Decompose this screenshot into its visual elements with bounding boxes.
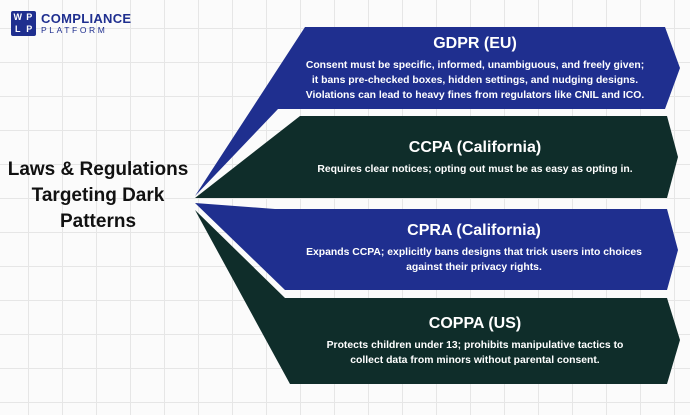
desc-line: Expands CCPA; explicitly bans designs th… — [306, 247, 642, 258]
coppa-shape — [195, 210, 680, 384]
ccpa-shape — [195, 116, 678, 198]
logo-mark-letter: P — [26, 23, 33, 34]
law-box-gdpr: GDPR (EU) Consent must be specific, info… — [292, 27, 658, 109]
desc-line: Violations can lead to heavy fines from … — [305, 89, 645, 101]
desc-line: Consent must be specific, informed, unam… — [305, 59, 645, 71]
logo-mark-letter: W — [13, 12, 23, 23]
desc-line: Protects children under 13; prohibits ma… — [326, 340, 624, 351]
law-title: GDPR (EU) — [433, 34, 517, 52]
desc-line: collect data from minors without parenta… — [350, 355, 600, 366]
cpra-shape — [195, 203, 678, 290]
desc-line: against their privacy rights. — [406, 262, 542, 273]
law-box-ccpa: CCPA (California) Requires clear notices… — [300, 125, 650, 189]
diagram-title: Laws & Regulations Targeting Dark Patter… — [0, 157, 196, 235]
law-description: Consent must be specific, informed, unam… — [306, 58, 645, 103]
law-description: Requires clear notices; opting out must … — [317, 162, 632, 177]
logo-mark: W P L P — [11, 11, 36, 36]
law-description: Expands CCPA; explicitly bans designs th… — [306, 245, 642, 275]
title-line: Targeting Dark — [31, 185, 165, 206]
logo-line-2: PLATFORM — [41, 25, 108, 35]
gdpr-shape — [195, 27, 680, 196]
law-title: CCPA (California) — [408, 138, 542, 156]
law-box-coppa: COPPA (US) Protects children under 13; p… — [300, 303, 650, 379]
title-line: Laws & Regulations — [7, 159, 189, 180]
law-title: CPRA (California) — [407, 222, 541, 239]
law-description: Protects children under 13; prohibits ma… — [327, 338, 624, 368]
law-box-cpra: CPRA (California) Expands CCPA; explicit… — [290, 214, 658, 282]
desc-line: Requires clear notices; opting out must … — [317, 163, 633, 175]
logo-line-1: COMPLIANCE — [41, 11, 132, 26]
logo: W P L P COMPLIANCE PLATFORM — [11, 11, 131, 36]
logo-text: COMPLIANCE PLATFORM — [41, 12, 131, 35]
title-line: Patterns — [59, 211, 137, 232]
desc-line: it bans pre-checked boxes, hidden settin… — [311, 74, 639, 86]
logo-mark-letter: P — [26, 12, 33, 23]
law-title: COPPA (US) — [428, 315, 522, 332]
logo-mark-letter: L — [15, 23, 21, 34]
